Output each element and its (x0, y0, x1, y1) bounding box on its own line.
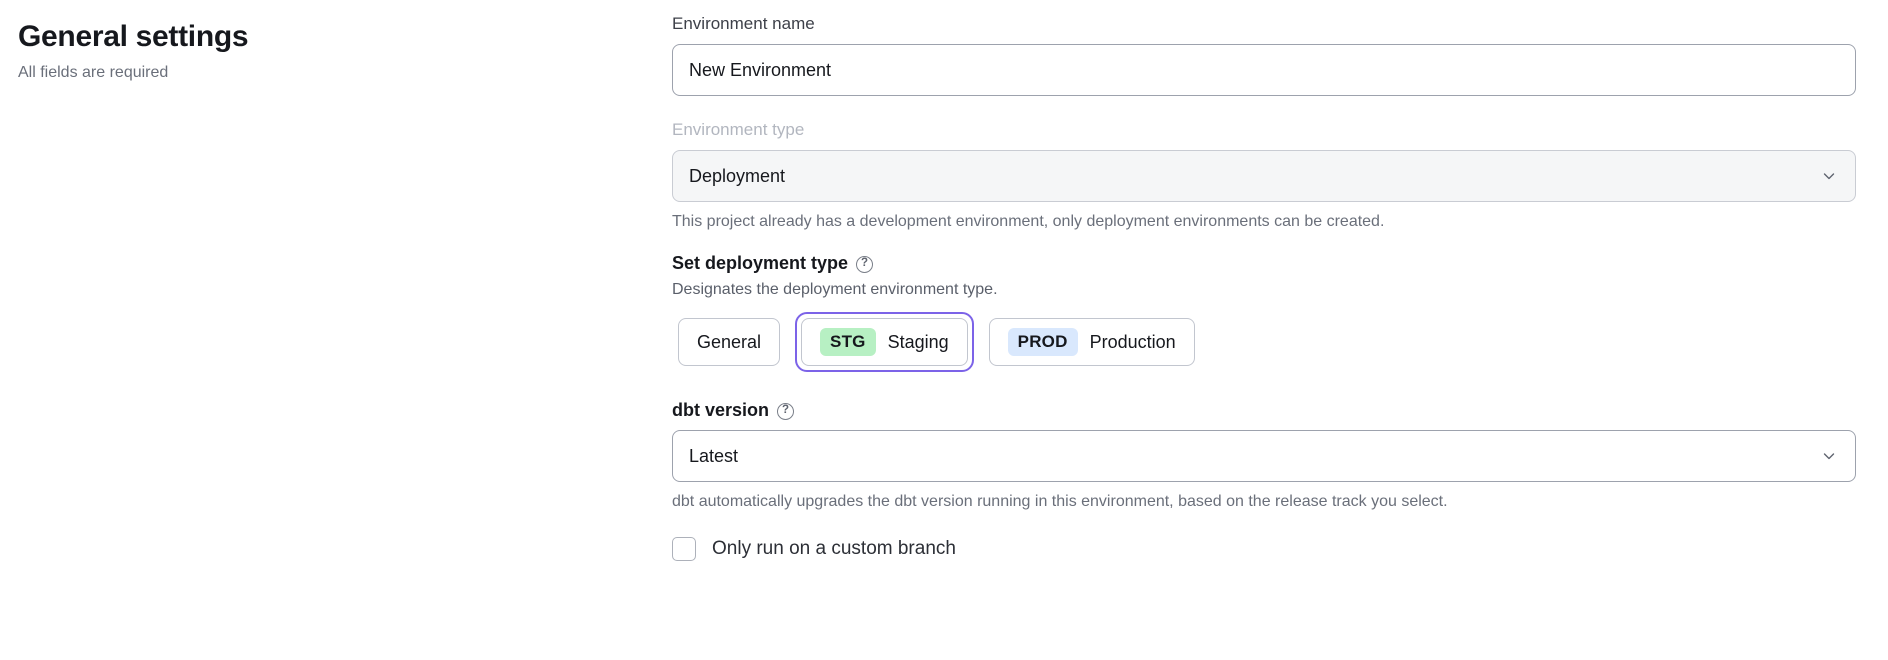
staging-badge: STG (820, 328, 876, 356)
custom-branch-label: Only run on a custom branch (712, 538, 956, 559)
page-subtitle: All fields are required (18, 64, 169, 81)
question-mark-circle-icon[interactable]: ? (777, 402, 795, 420)
page-header: General settings All fields are required (18, 18, 618, 84)
dbt-version-value: Latest (689, 445, 739, 466)
deployment-type-option-production-wrap: PROD Production (983, 312, 1201, 372)
deployment-type-option-general[interactable]: General (678, 318, 781, 366)
environment-name-label: Environment name (672, 14, 815, 33)
page-title: General settings (18, 20, 249, 53)
custom-branch-row[interactable]: Only run on a custom branch (672, 537, 1856, 561)
question-mark-circle-icon[interactable]: ? (856, 255, 874, 273)
dbt-version-select[interactable]: Latest (672, 430, 1856, 482)
deployment-type-option-production[interactable]: PROD Production (988, 318, 1195, 366)
deployment-type-option-general-label: General (697, 331, 762, 352)
deployment-type-option-staging-wrap: STG Staging (795, 312, 974, 372)
deployment-type-option-staging-label: Staging (887, 331, 949, 352)
environment-type-help-text: This project already has a development e… (672, 213, 1385, 230)
deployment-type-field-group: Set deployment type ? Designates the dep… (672, 251, 1856, 372)
deployment-type-label: Set deployment type (672, 253, 849, 273)
production-badge: PROD (1007, 328, 1078, 356)
environment-name-field-group: Environment name New Environment (672, 12, 1856, 96)
deployment-type-label-row: Set deployment type ? (672, 251, 1856, 275)
deployment-type-description: Designates the deployment environment ty… (672, 281, 998, 298)
dbt-version-help-text: dbt automatically upgrades the dbt versi… (672, 493, 1448, 510)
environment-type-field-group: Environment type Deployment This project… (672, 118, 1856, 233)
settings-form: Environment name New Environment Environ… (672, 12, 1856, 561)
dbt-version-field-group: dbt version ? Latest dbt automatically u… (672, 398, 1856, 513)
deployment-type-option-group: General STG Staging PROD Production (672, 312, 1856, 372)
environment-type-value: Deployment (689, 165, 786, 186)
deployment-type-option-production-label: Production (1089, 331, 1176, 352)
environment-type-label: Environment type (672, 120, 805, 139)
deployment-type-option-general-wrap: General (672, 312, 786, 372)
dbt-version-label: dbt version (672, 400, 770, 420)
chevron-down-icon (1821, 448, 1837, 464)
dbt-version-label-row: dbt version ? (672, 398, 1856, 422)
environment-type-select[interactable]: Deployment (672, 150, 1856, 202)
custom-branch-checkbox[interactable] (672, 537, 696, 561)
environment-name-input[interactable]: New Environment (672, 44, 1856, 96)
chevron-down-icon (1821, 168, 1837, 184)
deployment-type-option-staging[interactable]: STG Staging (801, 318, 968, 366)
